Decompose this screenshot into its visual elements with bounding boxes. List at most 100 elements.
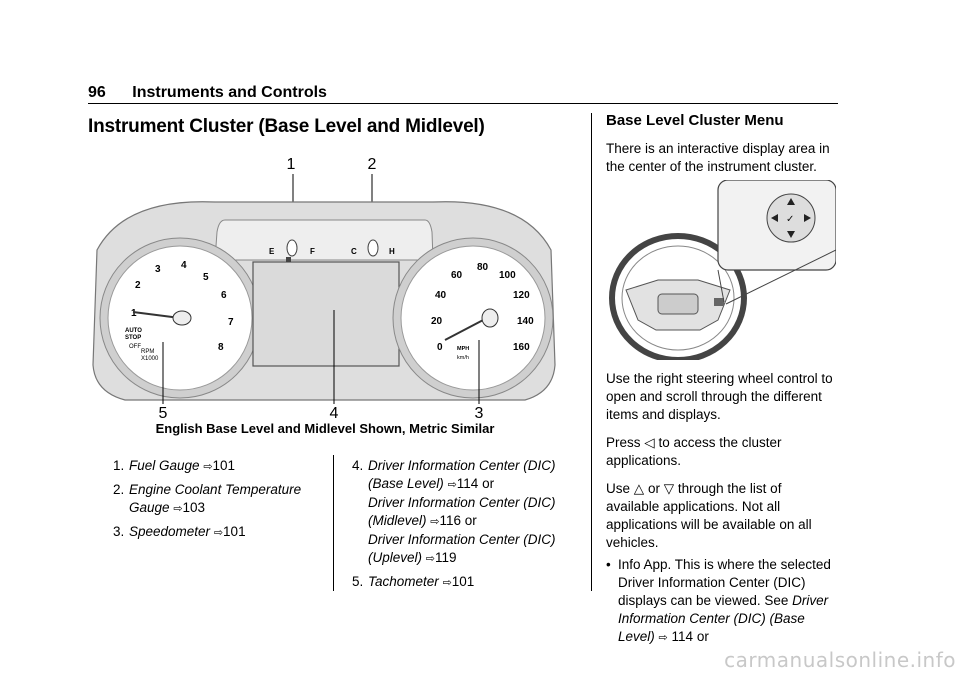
list-item: 5. Tachometer 101 [352, 573, 567, 592]
text: Use [606, 481, 631, 496]
fuel-f-label: F [310, 247, 315, 256]
item-number: 5. [352, 574, 364, 589]
callout-list-right: 4. Driver Information Center (DIC) (Base… [352, 457, 567, 597]
page-ref[interactable]: 103 [173, 500, 205, 515]
intro-paragraph: There is an interactive display area in … [606, 141, 830, 174]
speed-label: 60 [451, 270, 463, 281]
svg-text:✓: ✓ [786, 214, 794, 225]
column-divider [591, 113, 592, 591]
speed-label: 120 [513, 290, 530, 301]
tachometer-dial: 1 2 3 4 5 6 7 8 AUTO STOP OFF RPM X1000 [99, 237, 261, 399]
item-number: 1. [113, 458, 125, 473]
fuel-gauge: E F [269, 239, 315, 262]
watermark: carmanualsonline.info [724, 648, 956, 672]
page-number: 96 [88, 84, 106, 101]
speed-label: 160 [513, 342, 530, 353]
tach-label: 8 [218, 342, 224, 353]
bullet-icon: • [606, 557, 611, 572]
item-number: 2. [113, 482, 125, 497]
paragraph: Use △ or ▽ through the list of available… [606, 480, 838, 552]
page-ref[interactable]: 101 [214, 524, 246, 539]
speed-label: 100 [499, 270, 516, 281]
item-text[interactable]: Engine Coolant Temperature Gauge [129, 482, 302, 515]
page-ref[interactable]: 119 [426, 550, 457, 565]
down-arrow-icon: ▽ [663, 481, 675, 496]
coolant-temp-gauge: C H [351, 239, 395, 257]
text: Press [606, 435, 641, 450]
text: to access the cluster applications. [606, 435, 782, 468]
item-text[interactable]: Driver Information Center (DIC) (Base Le… [368, 458, 556, 491]
steering-wheel-illustration: ✓ [609, 180, 836, 360]
speed-label: 80 [477, 262, 489, 273]
header-rule [88, 103, 838, 104]
tach-label: 3 [155, 264, 161, 275]
page-ref[interactable]: 101 [203, 458, 235, 473]
speed-label: 40 [435, 290, 447, 301]
auto-stop-label: AUTO [125, 328, 142, 334]
left-arrow-icon: ◁ [644, 435, 655, 450]
callout-list-left: 1. Fuel Gauge 101 2. Engine Coolant Temp… [113, 457, 313, 547]
callout-4: 4 [330, 405, 339, 422]
text: through the list of available applicatio… [606, 481, 812, 550]
tach-label: 4 [181, 260, 187, 271]
callout-5: 5 [159, 405, 168, 422]
rpm-label: RPM [141, 349, 154, 355]
section-heading: Base Level Cluster Menu [606, 112, 784, 129]
item-number: 4. [352, 458, 364, 473]
list-item: 2. Engine Coolant Temperature Gauge 103 [113, 481, 313, 518]
item-text[interactable]: Driver Information Center (DIC) (Uplevel… [368, 532, 556, 565]
paragraph: Use the right steering wheel control to … [606, 371, 833, 422]
tach-label: 1 [131, 308, 137, 319]
item-text[interactable]: Fuel Gauge [129, 458, 200, 473]
tach-label: 5 [203, 272, 209, 283]
item-text[interactable]: Tachometer [368, 574, 439, 589]
callout-1: 1 [287, 156, 296, 173]
instrument-cluster-illustration: 1 2 1 2 3 4 5 6 7 8 AUTO STOP OFF RPM X1… [92, 156, 556, 422]
up-arrow-icon: △ [633, 481, 645, 496]
bullet-item: • Info App. This is where the selected D… [606, 556, 838, 647]
speed-label: 20 [431, 316, 443, 327]
text: Info App. This is where the selected Dri… [618, 557, 831, 608]
item-text[interactable]: Speedometer [129, 524, 211, 539]
or-text: or [464, 513, 477, 528]
speed-label: 0 [437, 342, 443, 353]
speed-label: 140 [517, 316, 534, 327]
kmh-label: km/h [457, 355, 469, 361]
list-item: 1. Fuel Gauge 101 [113, 457, 313, 476]
tach-label: 2 [135, 280, 141, 291]
list-item: 3. Speedometer 101 [113, 523, 313, 542]
page-title: Instrument Cluster (Base Level and Midle… [88, 116, 485, 137]
fuel-e-label: E [269, 247, 275, 256]
off-label: OFF [129, 344, 141, 350]
page-header: 96 Instruments and Controls [88, 84, 327, 102]
item-number: 3. [113, 524, 125, 539]
figure-caption: English Base Level and Midlevel Shown, M… [155, 421, 495, 436]
or-text: or [482, 476, 495, 491]
dic-display [252, 261, 400, 367]
section-title: Instruments and Controls [132, 84, 327, 101]
page-ref[interactable]: 114 [671, 629, 694, 644]
right-column-body: Use the right steering wheel control to … [606, 370, 838, 647]
x1000-label: X1000 [141, 356, 159, 362]
right-column: Base Level Cluster Menu There is an inte… [606, 112, 838, 176]
list-item: 4. Driver Information Center (DIC) (Base… [352, 457, 567, 568]
temp-c-label: C [351, 247, 357, 256]
tach-label: 6 [221, 290, 227, 301]
callout-3: 3 [475, 405, 484, 422]
text: or [647, 481, 660, 496]
page-ref[interactable]: 114 [448, 476, 479, 491]
mph-label: MPH [457, 346, 469, 352]
page-ref[interactable]: 101 [443, 574, 475, 589]
callout-2: 2 [368, 156, 377, 173]
item-text[interactable]: Driver Information Center (DIC) (Midleve… [368, 495, 556, 528]
speedometer-dial: 0 20 40 60 80 100 120 140 160 MPH km/h [392, 237, 554, 399]
page-ref-arrow-icon: ⇨ [658, 632, 668, 644]
cross-ref-link[interactable]: Driver Information Center (DIC) (Base Le… [618, 593, 829, 644]
tach-label: 7 [228, 317, 234, 328]
auto-stop-label: STOP [125, 335, 141, 341]
temp-h-label: H [389, 247, 395, 256]
text: or [696, 629, 709, 644]
page-ref[interactable]: 116 [430, 513, 461, 528]
column-divider [333, 455, 334, 591]
paragraph: Press ◁ to access the cluster applicatio… [606, 434, 838, 470]
